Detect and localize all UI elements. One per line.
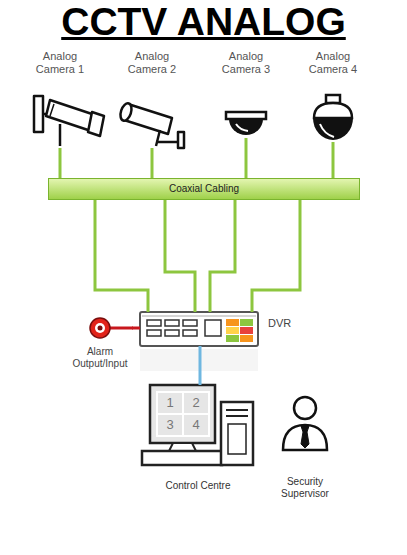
box-camera — [34, 96, 104, 146]
title: CCTV ANALOG — [0, 0, 407, 44]
cable — [95, 200, 300, 312]
camera-node: Analog Camera 3 — [206, 50, 286, 138]
cable — [199, 346, 202, 385]
computer-part — [150, 385, 215, 443]
cable — [245, 138, 248, 178]
computer-part — [221, 402, 253, 465]
bullet-camera-part — [178, 132, 184, 148]
dvr-unit-part — [226, 319, 239, 326]
dvr-unit-part — [147, 320, 221, 336]
node-label: Analog Camera 1 — [29, 50, 91, 76]
dome-camera — [226, 112, 266, 135]
dvr-unit-part — [226, 335, 239, 342]
node-label: Security Supervisor — [270, 476, 340, 500]
screen-number: 1 — [158, 393, 182, 413]
alarm-icon-part — [90, 318, 110, 338]
speed-dome-camera-part — [314, 103, 352, 118]
screen-number: 4 — [184, 415, 208, 435]
camera-node: Analog Camera 2 — [112, 50, 192, 148]
node-label: Analog Camera 3 — [215, 50, 277, 76]
computer-part — [184, 393, 208, 413]
computer-part — [226, 409, 248, 411]
speed-dome-camera-part — [313, 118, 353, 140]
node-label: Alarm Output/Input — [68, 346, 132, 370]
dvr-unit-part-part — [147, 330, 161, 336]
node-label: DVR — [268, 317, 291, 330]
bullet-camera-part — [118, 102, 133, 122]
dvr-unit-part — [240, 335, 253, 342]
computer-part — [228, 424, 246, 454]
dvr-node: DVR — [140, 312, 300, 346]
person-icon-part — [283, 425, 327, 450]
dvr-unit-part — [140, 312, 258, 346]
node-label: Control Centre — [130, 480, 266, 492]
supervisor-node: Security Supervisor — [270, 392, 340, 505]
alarm-icon — [90, 318, 133, 338]
control-centre-node: 1234Control Centre — [140, 385, 256, 500]
node-label: Coaxial Cabling — [49, 179, 359, 199]
camera-node: Analog Camera 1 — [20, 50, 100, 148]
box-camera-part — [34, 96, 43, 132]
box-camera-part — [50, 104, 54, 116]
computer-part — [142, 451, 222, 465]
person-icon-part — [301, 426, 309, 448]
dome-camera-part — [226, 112, 266, 119]
dvr-unit-part-part — [165, 330, 179, 336]
dvr-unit-part-part — [147, 320, 161, 326]
computer — [142, 385, 253, 465]
alarm-node: Alarm Output/Input — [68, 316, 132, 374]
dvr-unit-part — [226, 327, 239, 334]
alarm-icon-part — [108, 327, 133, 330]
box-camera-part — [59, 124, 62, 146]
speed-dome-camera — [313, 95, 353, 140]
alarm-icon-part — [98, 326, 103, 331]
dome-camera-part — [236, 124, 248, 131]
bullet-camera-part — [156, 130, 160, 146]
computer-part — [156, 391, 210, 437]
cable — [132, 327, 140, 330]
dvr-unit-part — [142, 316, 256, 317]
camera-node: Analog Camera 4 — [293, 50, 373, 142]
computer-part — [158, 415, 182, 435]
dvr-unit-part — [240, 319, 253, 326]
computer-part — [184, 415, 208, 435]
cabling-band: Coaxial Cabling — [48, 178, 360, 200]
node-label: Analog Camera 4 — [302, 50, 364, 76]
dvr-unit-part-part — [165, 320, 179, 326]
person-icon-part — [294, 397, 316, 419]
speed-dome-camera-part — [320, 124, 334, 137]
dome-camera-part — [229, 119, 263, 135]
box-camera-part — [88, 112, 104, 136]
cable — [332, 142, 335, 178]
dvr-unit-part-part — [205, 320, 221, 336]
screen-number: 3 — [158, 415, 182, 435]
cable — [59, 148, 62, 178]
dvr-unit-part — [240, 327, 253, 334]
person-icon — [283, 397, 327, 450]
bullet-camera — [118, 102, 184, 148]
computer-part — [226, 415, 248, 417]
cable — [151, 148, 154, 178]
computer-part — [158, 393, 182, 413]
dvr-unit-part-part — [183, 330, 197, 336]
node-label: Analog Camera 2 — [121, 50, 183, 76]
dvr-unit-part-part — [183, 320, 197, 326]
screen-number: 2 — [184, 393, 208, 413]
alarm-icon-part — [95, 323, 105, 333]
